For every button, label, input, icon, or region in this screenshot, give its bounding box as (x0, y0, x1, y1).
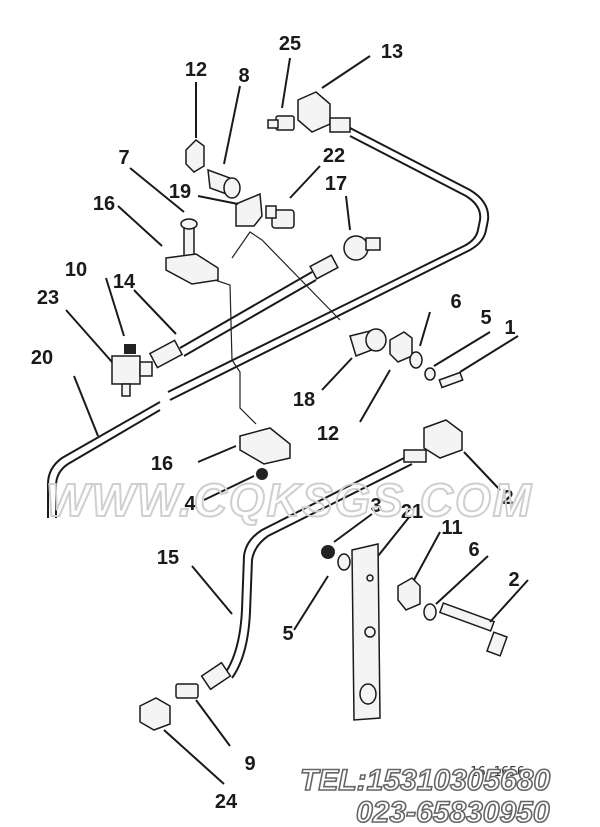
part-2-elbow (403, 419, 463, 463)
part-6-washer-lower (423, 603, 437, 621)
callout-1: 1 (504, 317, 515, 339)
part-9-fitting (175, 661, 232, 699)
part-11-clamp (397, 577, 421, 611)
part-22-bolt (265, 205, 295, 229)
part-18-spacer (349, 328, 387, 357)
callout-13: 13 (381, 41, 403, 63)
callout-5-lower: 5 (282, 623, 293, 645)
callout-23: 23 (37, 287, 59, 309)
callout-24: 24 (215, 791, 238, 813)
callout-17: 17 (325, 173, 347, 195)
callout-6-lower: 6 (468, 539, 479, 561)
callout-12-upper: 12 (185, 59, 207, 81)
callout-labels: 25 13 12 8 22 7 19 17 16 10 14 23 6 5 1 … (31, 33, 520, 813)
callout-18: 18 (293, 389, 315, 411)
callout-7: 7 (118, 147, 129, 169)
callout-16-lower: 16 (151, 453, 173, 475)
tube-14 (179, 271, 317, 357)
part-23-connector (111, 339, 184, 397)
callout-4: 4 (184, 493, 196, 515)
contact-phone2: 023-65830950 (356, 796, 550, 827)
part-7-screw (180, 218, 198, 257)
contact-tel: TEL:15310305680 (300, 764, 550, 797)
part-13-elbow (297, 91, 351, 133)
callout-2-lower: 2 (508, 569, 519, 591)
part-5-nut (424, 367, 436, 381)
part-2-bolt (438, 602, 508, 657)
part-21-bracket (351, 543, 381, 721)
callout-3: 3 (370, 495, 381, 517)
callout-16-upper: 16 (93, 193, 115, 215)
callout-22: 22 (323, 145, 345, 167)
part-5-washer (337, 553, 351, 571)
part-16-clip (165, 253, 219, 285)
callout-6-upper: 6 (450, 291, 461, 313)
callout-25: 25 (279, 33, 301, 55)
drawing-code: 16 1656 (470, 765, 525, 780)
callout-5-upper: 5 (480, 307, 491, 329)
callout-12-lower: 12 (317, 423, 339, 445)
part-12-clamp (185, 139, 205, 173)
part-10-nut (124, 344, 136, 354)
part-17-nut (309, 235, 381, 280)
part-4-nut (256, 468, 268, 480)
callout-9: 9 (244, 753, 255, 775)
tube-13 (167, 127, 490, 401)
callout-11: 11 (441, 517, 462, 539)
tube-15 (225, 455, 413, 679)
callout-20: 20 (31, 347, 53, 369)
callout-arrows (65, 55, 529, 785)
callout-21: 21 (401, 501, 423, 523)
part-1-bolt (438, 371, 464, 389)
part-16-clip-lower (239, 427, 291, 465)
callout-15: 15 (157, 547, 179, 569)
part-25-fitting (267, 115, 295, 131)
part-12-clamp-lower (389, 331, 413, 363)
callout-14: 14 (113, 271, 136, 293)
callout-2-right: 2 (502, 487, 513, 509)
part-19-plate (235, 192, 263, 227)
tube-20 (47, 401, 161, 518)
part-24-connector (139, 697, 171, 731)
part-3-nut (321, 545, 335, 559)
callout-19: 19 (169, 181, 191, 203)
callout-10: 10 (65, 259, 87, 281)
part-6-washer (409, 351, 423, 369)
callout-8: 8 (238, 65, 249, 87)
part-8-spacer (207, 168, 241, 199)
watermark-text: WWW.CQKSGS.COM (46, 474, 533, 526)
